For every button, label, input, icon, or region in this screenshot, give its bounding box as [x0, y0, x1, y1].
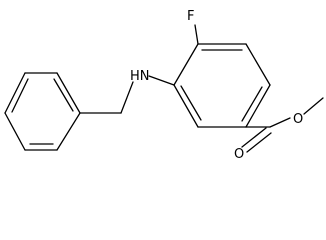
amine-label: HN	[130, 69, 150, 84]
phenyl-bond-4	[4, 112, 26, 151]
bond-carbonyl-double-a	[241, 127, 267, 148]
ring-bond-lower-right	[245, 84, 271, 128]
phenyl-bond-1	[56, 72, 81, 114]
structure-diagram: F HN O O	[4, 9, 324, 162]
phenyl-bond-3	[4, 72, 26, 114]
phenyl-bond-6	[56, 112, 81, 151]
bond-ester-oxygen-methyl	[303, 97, 324, 115]
bond-amine-ch2	[120, 81, 134, 114]
bond-ring-fluorine	[194, 24, 199, 45]
ring-bond-upper-right	[245, 43, 271, 86]
ester-oxygen-label: O	[293, 112, 303, 127]
ring-bond-lower-left-inner	[180, 85, 202, 121]
fluorine-label: F	[187, 9, 194, 24]
phenyl-ring	[4, 72, 81, 151]
substituted-ring	[173, 43, 271, 128]
bond-carbonyl-ester-oxygen	[269, 117, 291, 128]
phenyl-bond-3-inner	[11, 78, 29, 113]
phenyl-bond-1-inner	[53, 78, 74, 112]
bond-ring-amine	[148, 75, 175, 86]
ring-bond-upper-left	[173, 43, 199, 86]
carbonyl-oxygen-label: O	[234, 147, 244, 162]
ring-bond-lower-right-inner	[241, 86, 263, 122]
ring-bond-lower-left	[173, 84, 199, 128]
bond-carbonyl-double-b	[246, 132, 272, 153]
